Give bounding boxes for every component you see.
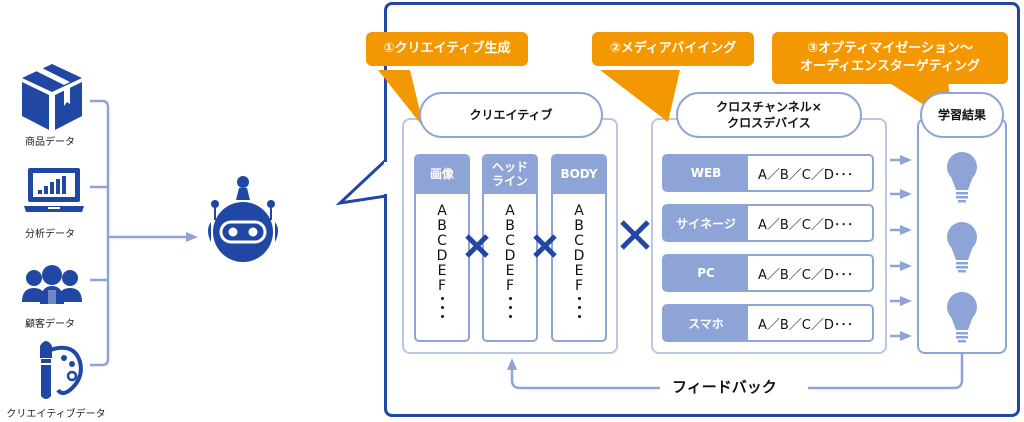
arrow-icon bbox=[890, 261, 912, 271]
creative-title: クリエイティブ bbox=[469, 107, 553, 122]
laptop-chart-icon bbox=[24, 168, 84, 212]
arrow-head bbox=[186, 232, 198, 242]
package-icon bbox=[22, 64, 82, 130]
creative-column-headline: ヘッド ライン A B C D E F bbox=[482, 154, 538, 342]
creative-title-pill: クリエイティブ bbox=[419, 92, 603, 138]
results-title-pill: 学習結果 bbox=[920, 92, 1004, 138]
robot-icon bbox=[208, 176, 278, 262]
letter: C bbox=[505, 233, 515, 249]
cross-icon bbox=[620, 220, 650, 250]
media-row-label: WEB bbox=[664, 156, 748, 190]
cross-icon bbox=[465, 234, 489, 258]
arrow-icon bbox=[890, 331, 912, 341]
lightbulb-icon bbox=[947, 152, 977, 203]
ellipsis-dot bbox=[577, 306, 581, 309]
column-head-label-line2: ライン bbox=[491, 174, 528, 188]
column-letters: A B C D E F bbox=[553, 194, 605, 321]
media-row-label: スマホ bbox=[664, 306, 748, 340]
letter: B bbox=[437, 218, 447, 234]
feedback-line-right bbox=[808, 354, 964, 390]
media-title-line2: クロスデバイス bbox=[727, 116, 811, 130]
ellipsis-dot bbox=[508, 306, 512, 309]
letter: F bbox=[505, 278, 515, 294]
frame-pointer bbox=[335, 159, 384, 206]
source-label-customer: 顧客データ bbox=[25, 319, 75, 330]
cross-icon bbox=[533, 234, 557, 258]
source-connectors bbox=[22, 64, 384, 399]
feedback-arrow-head bbox=[507, 358, 517, 370]
arrow-icon bbox=[890, 225, 912, 235]
source-label-product: 商品データ bbox=[25, 137, 75, 148]
media-title-pill: クロスチャンネル× クロスデバイス bbox=[676, 92, 862, 138]
column-head-label: 画像 bbox=[429, 167, 454, 182]
step3-callout: ③オプティマイゼーション～ オーディエンスターゲティング bbox=[772, 32, 1008, 84]
letter: F bbox=[437, 278, 447, 294]
step3-label-line2: オーディエンスターゲティング bbox=[799, 59, 981, 74]
step1-callout: ①クリエイティブ生成 bbox=[366, 32, 528, 66]
step2-callout: ②メディアバイイング bbox=[592, 32, 754, 66]
lightbulb-icon bbox=[947, 292, 977, 343]
column-head: ヘッド ライン bbox=[484, 156, 536, 194]
column-head-label-line1: ヘッド bbox=[491, 160, 528, 175]
source-label-analytics: 分析データ bbox=[25, 229, 75, 240]
ellipsis-dot bbox=[440, 297, 444, 300]
letter: E bbox=[437, 263, 447, 279]
ellipsis-dot bbox=[508, 297, 512, 300]
step1-label: ①クリエイティブ生成 bbox=[383, 41, 511, 57]
letter: D bbox=[573, 248, 585, 264]
feedback-line-left bbox=[510, 368, 660, 390]
arrow-icon bbox=[890, 155, 912, 165]
column-head: 画像 bbox=[416, 156, 468, 194]
palette-brush-icon bbox=[40, 341, 83, 399]
media-row-value: A／B／C／D･･･ bbox=[758, 267, 854, 283]
column-head-label: BODY bbox=[560, 167, 598, 182]
step3-label-line1: ③オプティマイゼーション～ bbox=[807, 41, 973, 57]
letter: C bbox=[437, 233, 447, 249]
connector-line bbox=[90, 99, 110, 367]
results-title: 学習結果 bbox=[937, 107, 986, 122]
letter: F bbox=[574, 278, 584, 294]
ellipsis-dot bbox=[440, 306, 444, 309]
media-row-label: PC bbox=[664, 256, 748, 290]
ellipsis-dot bbox=[577, 297, 581, 300]
step2-label: ②メディアバイイング bbox=[609, 41, 737, 57]
creative-column-body: BODY A B C D E F bbox=[551, 154, 607, 342]
callout-tail-2 bbox=[600, 70, 680, 122]
letter: C bbox=[574, 233, 584, 249]
letter: B bbox=[574, 218, 584, 234]
arrow-icon bbox=[890, 189, 912, 199]
callout-tail-1 bbox=[378, 70, 424, 128]
letter: E bbox=[505, 263, 515, 279]
feedback-label: フィードバック bbox=[666, 376, 783, 397]
media-row-web: WEB A／B／C／D･･･ bbox=[662, 154, 874, 192]
arrow-icon bbox=[890, 296, 912, 306]
creative-column-image: 画像 A B C D E F bbox=[414, 154, 470, 342]
letter: A bbox=[574, 203, 584, 219]
letter: E bbox=[574, 263, 584, 279]
media-row-value: A／B／C／D･･･ bbox=[758, 317, 854, 333]
column-letters: A B C D E F bbox=[416, 194, 468, 321]
letter: D bbox=[504, 248, 516, 264]
people-icon bbox=[22, 265, 82, 304]
column-head: BODY bbox=[553, 156, 605, 194]
frame-gap bbox=[384, 162, 388, 194]
source-label-creative: クリエイティブデータ bbox=[6, 409, 106, 420]
media-title-line1: クロスチャンネル× bbox=[716, 99, 822, 114]
ellipsis-dot bbox=[508, 315, 512, 318]
letter: A bbox=[505, 203, 515, 219]
ellipsis-dot bbox=[577, 315, 581, 318]
lightbulb-icon bbox=[947, 222, 977, 273]
media-row-value: A／B／C／D･･･ bbox=[758, 167, 854, 183]
ellipsis-dot bbox=[440, 315, 444, 318]
column-letters: A B C D E F bbox=[484, 194, 536, 321]
media-row-value: A／B／C／D･･･ bbox=[758, 217, 854, 233]
media-row-signage: サイネージ A／B／C／D･･･ bbox=[662, 204, 874, 242]
media-row-label: サイネージ bbox=[664, 206, 748, 240]
letter: A bbox=[437, 203, 447, 219]
letter: B bbox=[505, 218, 515, 234]
media-row-smartphone: スマホ A／B／C／D･･･ bbox=[662, 304, 874, 342]
media-row-pc: PC A／B／C／D･･･ bbox=[662, 254, 874, 292]
letter: D bbox=[436, 248, 448, 264]
